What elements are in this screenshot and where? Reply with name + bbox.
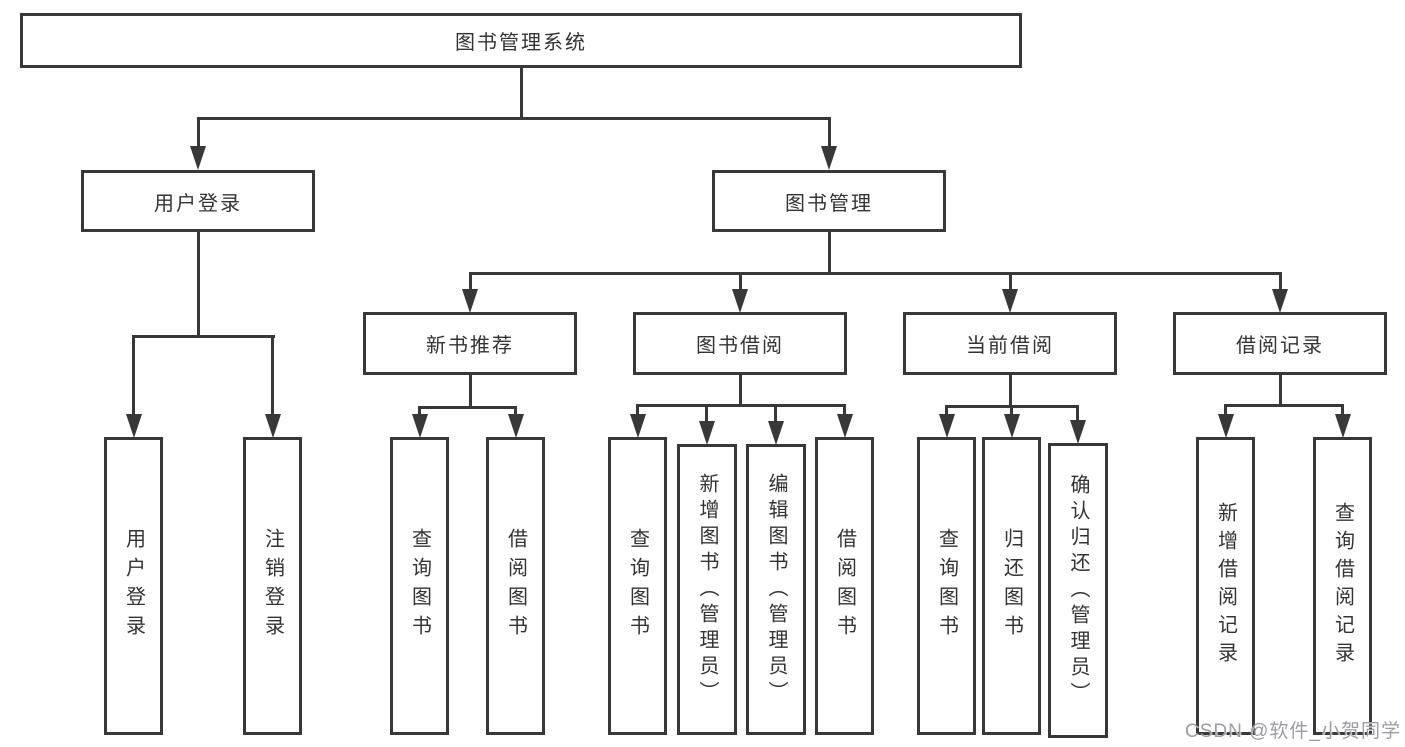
arrow-head [1069,420,1086,444]
node-borrow-record: 借阅记录 [1173,312,1387,375]
connector-drop-bb-add [705,403,708,423]
arrow-head [462,289,478,313]
node-leaf-br-add-record-label: 新增借阅记录 [1214,502,1237,670]
connector-drop-leaf-logout [271,334,274,416]
connector-book-borrow-stem [738,375,742,407]
node-leaf-bb-borrow-book-label: 借阅图书 [833,528,856,644]
connector-drop-bb-borrow [843,403,846,416]
connector-borrow-record-rail [1224,403,1344,407]
node-book-borrow: 图书借阅 [633,312,847,375]
node-leaf-user-login-label: 用户登录 [122,528,145,644]
node-leaf-br-add-record: 新增借阅记录 [1196,437,1255,735]
node-leaf-cb-query-book-label: 查询图书 [935,528,958,644]
node-leaf-rec-borrow-book: 借阅图书 [486,437,545,735]
csdn-watermark: CSDN @软件_小贺同学 [1185,721,1401,742]
arrow-head [698,421,715,445]
node-leaf-logout: 注销登录 [243,437,302,735]
arrow-head [190,146,206,170]
connector-drop-rec-borrow [514,405,517,416]
arrow-head [1002,289,1018,313]
connector-drop-book-borrow [738,271,742,291]
node-current-borrow: 当前借阅 [903,312,1117,375]
connector-drop-bb-query [636,403,639,416]
node-leaf-br-query-record: 查询借阅记录 [1313,437,1372,735]
node-leaf-logout-label: 注销登录 [261,528,284,644]
connector-user-login-rail [132,334,275,338]
connector-new-book-rec-rail [418,405,517,409]
node-leaf-bb-edit-book: 编辑图书（管理员） [746,444,806,735]
node-leaf-cb-return-book: 归还图书 [982,437,1041,735]
node-leaf-cb-return-book-label: 归还图书 [1000,528,1023,644]
node-leaf-cb-confirm-return-label: 确认归还（管理员） [1067,473,1089,708]
arrow-head [836,414,853,438]
connector-new-book-rec-stem [468,375,472,409]
connector-drop-book-mgmt [827,116,831,148]
connector-book-mgmt-rail [468,271,1282,275]
arrow-head [125,414,142,438]
arrow-head [411,414,428,438]
node-book-borrow-label: 图书借阅 [696,335,784,357]
connector-book-borrow-rail [636,403,846,407]
connector-drop-new-book-rec [468,271,472,291]
connector-drop-current-borrow [1008,271,1012,291]
connector-root-stem [519,68,523,120]
node-leaf-bb-borrow-book: 借阅图书 [815,437,874,735]
arrow-head [1003,414,1020,438]
connector-drop-user-login [196,116,200,148]
connector-drop-br-add [1224,403,1227,416]
arrow-head [1217,414,1234,438]
connector-drop-borrow-record [1278,271,1282,291]
connector-root-rail [196,116,831,120]
node-leaf-cb-confirm-return: 确认归还（管理员） [1048,443,1108,738]
connector-book-mgmt-stem [827,232,831,275]
arrow-head [938,414,955,438]
node-new-book-rec: 新书推荐 [363,312,577,375]
node-book-mgmt: 图书管理 [712,170,946,232]
connector-drop-cb-return [1010,404,1013,416]
arrow-head [629,414,646,438]
node-leaf-rec-borrow-book-label: 借阅图书 [504,528,527,644]
arrow-head [821,146,837,170]
arrow-head [264,414,281,438]
node-current-borrow-label: 当前借阅 [966,335,1054,357]
node-leaf-bb-query-book: 查询图书 [608,437,667,735]
arrow-head [1272,289,1288,313]
arrow-head [1334,414,1351,438]
node-leaf-user-login: 用户登录 [104,437,163,735]
node-leaf-bb-add-book: 新增图书（管理员） [677,444,737,735]
connector-drop-cb-confirm [1076,404,1079,422]
node-leaf-bb-query-book-label: 查询图书 [626,528,649,644]
connector-borrow-record-stem [1278,375,1282,407]
node-leaf-rec-query-book: 查询图书 [390,437,449,735]
node-borrow-record-label: 借阅记录 [1236,335,1324,357]
node-leaf-bb-add-book-label: 新增图书（管理员） [696,472,718,707]
connector-drop-br-query [1341,403,1344,416]
connector-drop-bb-edit [774,403,777,423]
node-leaf-br-query-record-label: 查询借阅记录 [1331,502,1354,670]
connector-current-borrow-stem [1008,375,1012,408]
arrow-head [767,421,784,445]
node-leaf-bb-edit-book-label: 编辑图书（管理员） [765,472,787,707]
connector-drop-leaf-user-login [132,334,135,416]
connector-drop-cb-query [945,404,948,416]
connector-drop-rec-query [418,405,421,416]
node-leaf-rec-query-book-label: 查询图书 [408,528,431,644]
node-root-label: 图书管理系统 [455,32,587,54]
node-user-login-label: 用户登录 [154,192,242,215]
node-new-book-rec-label: 新书推荐 [426,335,514,357]
node-root: 图书管理系统 [20,13,1022,68]
arrow-head [732,289,748,313]
node-book-mgmt-label: 图书管理 [785,192,873,215]
node-leaf-cb-query-book: 查询图书 [917,437,976,735]
connector-user-login-stem [196,232,200,338]
node-user-login: 用户登录 [81,170,315,232]
arrow-head [507,414,524,438]
